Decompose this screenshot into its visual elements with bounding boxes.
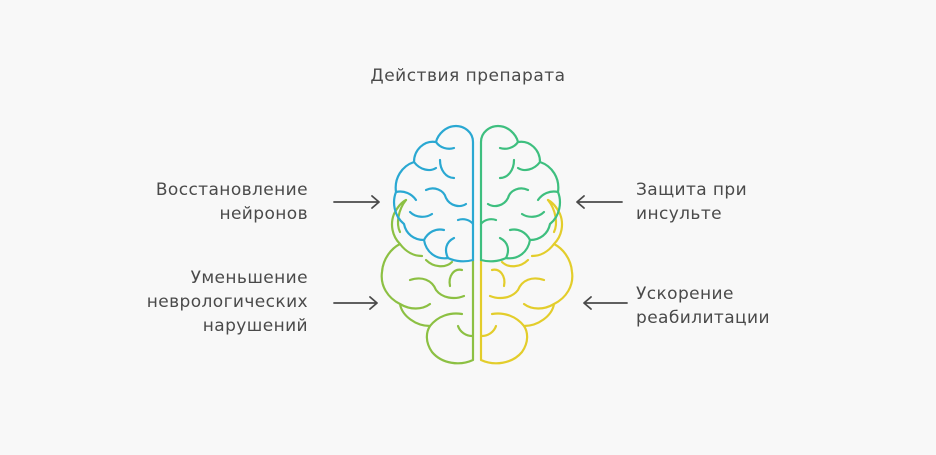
brain-icon	[380, 124, 574, 365]
arrow-right-icon	[333, 296, 378, 310]
arrow-left-icon	[576, 195, 623, 209]
label-line: Ускорение	[636, 284, 734, 304]
brain-top-right-lobe	[479, 124, 561, 263]
label-line: неврологических	[146, 292, 308, 312]
label-stroke-protection: Защита при инсульте	[636, 178, 747, 226]
label-line: Уменьшение	[190, 268, 308, 288]
brain-bottom-right-lobe	[479, 198, 574, 365]
label-line: Восстановление	[155, 180, 308, 200]
diagram-title: Действия препарата	[370, 66, 566, 86]
brain-bottom-left-lobe	[380, 198, 475, 365]
label-line: инсульте	[636, 204, 723, 224]
label-line: Защита при	[636, 180, 748, 200]
arrow-right-icon	[333, 195, 380, 209]
label-line: реабилитации	[636, 308, 770, 328]
label-line: нарушений	[202, 316, 308, 336]
arrow-left-icon	[583, 296, 628, 310]
brain-top-left-lobe	[393, 124, 475, 263]
label-neuron-restoration: Восстановление нейронов	[156, 178, 308, 226]
label-rehab-acceleration: Ускорение реабилитации	[636, 282, 770, 330]
label-neuro-deficit-reduction: Уменьшение неврологических нарушений	[147, 266, 308, 338]
label-line: нейронов	[219, 204, 308, 224]
